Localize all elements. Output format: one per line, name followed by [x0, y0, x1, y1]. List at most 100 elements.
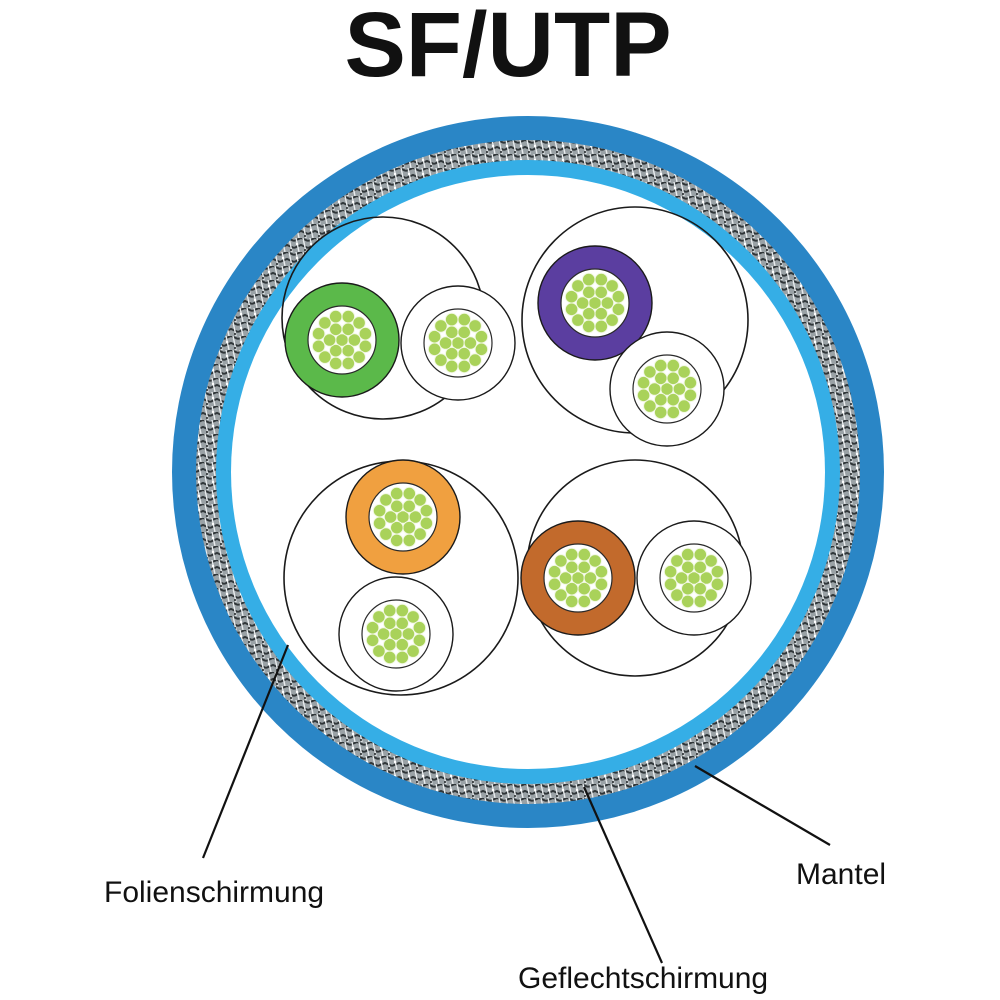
copper-strand: [594, 564, 609, 579]
copper-strand: [704, 588, 718, 602]
copper-strand: [605, 313, 619, 327]
copper-strand: [677, 399, 691, 413]
copper-strand: [402, 533, 417, 548]
copper-strand: [666, 405, 681, 420]
copper-strand: [647, 382, 662, 396]
copper-strand: [554, 588, 568, 602]
copper-strand: [358, 326, 373, 341]
copper-strand: [683, 375, 698, 390]
copper-strand: [643, 399, 657, 413]
copper-strand: [365, 633, 380, 648]
copper-strand: [693, 547, 708, 562]
copper-strand: [311, 326, 326, 341]
copper-strand: [672, 382, 687, 396]
leader-line-foil: [201, 644, 290, 859]
copper-strand: [379, 527, 393, 541]
copper-strand: [564, 594, 579, 609]
copper-strand: [666, 358, 681, 373]
copper-strand: [389, 533, 404, 548]
copper-strand: [554, 554, 568, 568]
copper-strand: [605, 279, 619, 293]
copper-strand: [427, 329, 442, 344]
copper-strand: [372, 516, 387, 531]
copper-strand: [408, 510, 423, 524]
copper-strand: [474, 329, 489, 344]
copper-strand: [372, 644, 386, 658]
copper-strand: [680, 594, 695, 609]
cable-core: [231, 175, 825, 769]
copper-strand: [663, 577, 678, 592]
copper-strand: [677, 365, 691, 379]
leader-line-braid: [582, 786, 664, 964]
copper-strand: [594, 319, 609, 334]
copper-strand: [653, 358, 668, 373]
copper-strand: [581, 319, 596, 334]
page-title: SF/UTP: [344, 0, 671, 96]
copper-strand: [670, 554, 684, 568]
copper-strand: [395, 650, 410, 665]
copper-strand: [379, 493, 393, 507]
copper-strand: [352, 316, 366, 330]
copper-strand: [588, 588, 602, 602]
copper-strand: [636, 388, 651, 403]
copper-strand: [311, 339, 326, 354]
copper-strand: [547, 577, 562, 592]
copper-strand: [383, 510, 398, 524]
copper-strand: [594, 272, 609, 287]
copper-strand: [457, 312, 472, 327]
copper-strand: [468, 319, 482, 333]
copper-strand: [643, 365, 657, 379]
copper-strand: [710, 564, 725, 579]
copper-strand: [547, 564, 562, 579]
copper-strand: [444, 359, 459, 374]
copper-strand: [395, 603, 410, 618]
copper-strand: [347, 333, 362, 347]
label-foil-shield: Folienschirmung: [104, 876, 324, 909]
copper-strand: [352, 350, 366, 364]
copper-strand: [583, 571, 598, 585]
copper-strand: [438, 336, 453, 350]
copper-strand: [653, 405, 668, 420]
copper-strand: [434, 353, 448, 367]
copper-strand: [365, 620, 380, 635]
copper-strand: [382, 650, 397, 665]
copper-strand: [419, 503, 434, 518]
copper-strand: [318, 350, 332, 364]
copper-strand: [581, 272, 596, 287]
copper-strand: [434, 319, 448, 333]
copper-strand: [463, 336, 478, 350]
copper-strand: [699, 571, 714, 585]
copper-strand: [663, 564, 678, 579]
copper-strand: [571, 279, 585, 293]
copper-strand: [558, 571, 573, 585]
copper-strand: [412, 620, 427, 635]
copper-strand: [372, 503, 387, 518]
copper-strand: [704, 554, 718, 568]
copper-strand: [670, 588, 684, 602]
copper-strand: [564, 547, 579, 562]
conductors-group: [284, 245, 752, 692]
copper-strand: [382, 603, 397, 618]
copper-strand: [413, 527, 427, 541]
copper-strand: [457, 359, 472, 374]
copper-strand: [575, 296, 590, 310]
copper-strand: [577, 594, 592, 609]
copper-strand: [328, 309, 343, 324]
leader-line-jacket: [694, 765, 831, 846]
label-jacket: Mantel: [796, 858, 886, 891]
copper-strand: [444, 312, 459, 327]
copper-strand: [468, 353, 482, 367]
copper-strand: [693, 594, 708, 609]
copper-strand: [571, 313, 585, 327]
copper-strand: [611, 289, 626, 304]
copper-strand: [600, 296, 615, 310]
copper-strand: [680, 547, 695, 562]
copper-strand: [564, 289, 579, 304]
copper-strand: [588, 554, 602, 568]
copper-strand: [577, 547, 592, 562]
copper-strand: [402, 486, 417, 501]
copper-strand: [376, 627, 391, 641]
copper-strand: [413, 493, 427, 507]
copper-strand: [564, 302, 579, 317]
